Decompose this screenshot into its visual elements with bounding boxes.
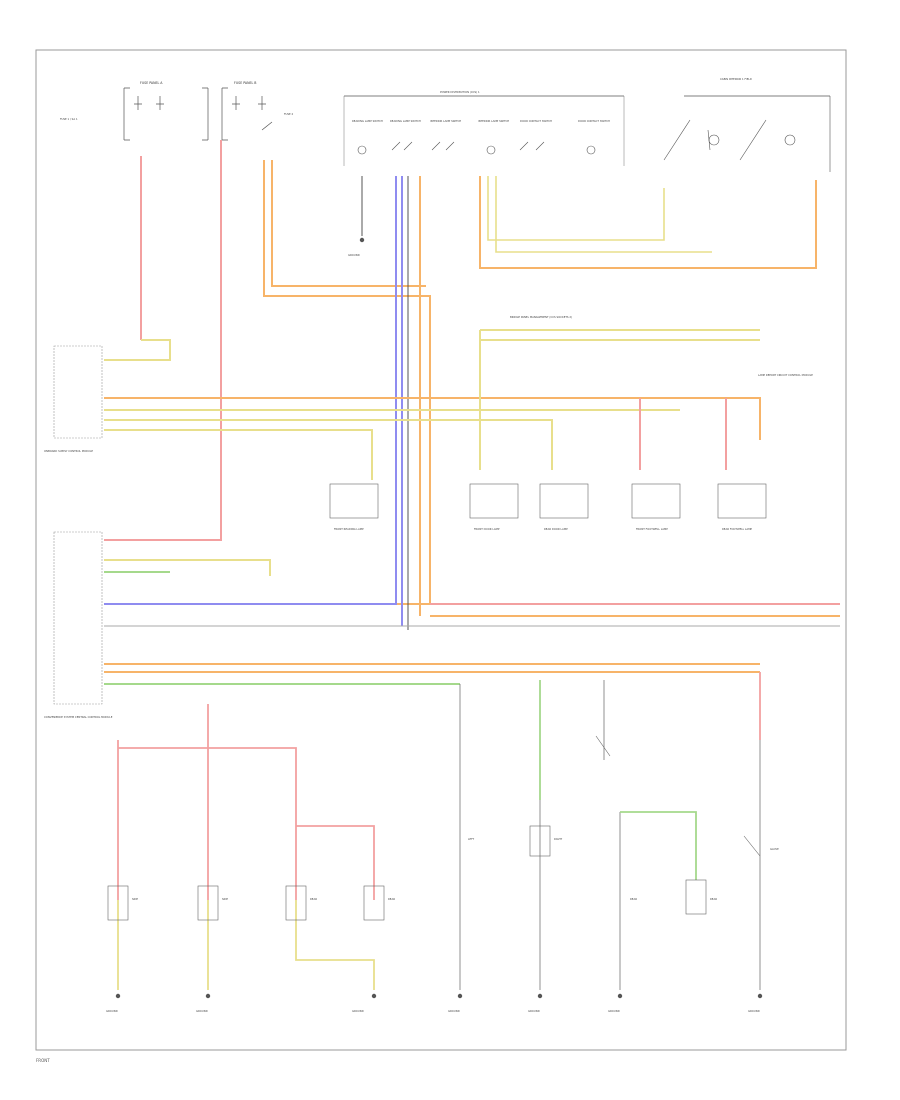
bottom-label-8: REAR: [710, 897, 717, 901]
central-control-module-label: CONVENIENCE SYSTEM CENTRAL CONTROL MODUL…: [44, 715, 113, 719]
top-right-bar-label: CABIN INTERIOR 1 FIELD: [720, 77, 752, 81]
top-switch-label-6: DOOR CONTACT SWITCH: [578, 119, 610, 123]
fuse-panel-a-label: FUSE PANEL A: [140, 81, 163, 85]
mid-lamp-label-2: FRONT DOOR LAMP: [474, 527, 500, 531]
switches-bar-label: POWER DISTRIBUTION (CCS) 1: [440, 90, 480, 94]
wire-lower-horizontal: [104, 559, 840, 685]
ground-label-6: GROUND: [608, 1009, 620, 1013]
top-switch-label-1: READING LAMP SWITCH: [352, 119, 383, 123]
bottom-label-6: RIGHT: [554, 837, 563, 841]
left-fuse-desc: FUSE 1 / SA 1: [60, 117, 78, 121]
ground-label-8: GROUND: [348, 253, 360, 257]
wire-red-left: [104, 140, 222, 541]
wire-blue: [104, 176, 403, 626]
wire-black-top: [361, 176, 409, 630]
fuse-panel-b: [221, 87, 273, 141]
mid-lamp-label-3: REAR DOOR LAMP: [544, 527, 568, 531]
bottom-label-2: SIDE: [222, 897, 228, 901]
ground-label-5: GROUND: [528, 1009, 540, 1013]
lower-components: [107, 735, 761, 921]
bottom-label-3: REAR: [310, 897, 317, 901]
ground-label-4: GROUND: [448, 1009, 460, 1013]
ground-label-1: GROUND: [106, 1009, 118, 1013]
diagram-frame: [35, 49, 847, 1051]
top-switch-label-3: INTERIOR LAMP SWITCH: [430, 119, 461, 123]
central-control-module: [53, 531, 103, 705]
mid-lamp-label-5: REAR FOOTWELL LAMP: [722, 527, 752, 531]
ground-label-7: GROUND: [748, 1009, 760, 1013]
wire-orange-mid: [104, 397, 761, 440]
top-switch-label-5: DOOR CONTACT SWITCH: [520, 119, 552, 123]
bottom-label-5: LEFT: [468, 837, 475, 841]
fuse-panel-a: [123, 87, 209, 141]
bottom-label-1: SIDE: [132, 897, 138, 901]
mid-lamp-label-4: FRONT FOOTWELL LAMP: [636, 527, 668, 531]
corner-label: FRONT: [36, 1058, 50, 1063]
top-switch-label-2: READING LAMP SWITCH: [390, 119, 421, 123]
wire-yellow-top: [487, 176, 712, 253]
bottom-label-4: REAR: [388, 897, 395, 901]
wire-red-mid: [639, 398, 727, 470]
mid-right-module-label: LAMP REPORT CIRCUIT CONTROL MODULE: [758, 373, 813, 377]
top-right-relays: [663, 96, 831, 172]
bottom-label-9: GLOVE: [770, 847, 779, 851]
mid-right-bar-label: BRIDGE PANEL MANAGEMENT (CCS SOCKETS 2): [510, 315, 572, 319]
wire-yellow-mid: [104, 329, 760, 480]
wire-orange-top: [104, 160, 817, 616]
mid-lamps: [329, 483, 767, 519]
ground-label-3: GROUND: [352, 1009, 364, 1013]
bottom-label-7: REAR: [630, 897, 637, 901]
top-switch-label-4: INTERIOR LAMP SWITCH: [478, 119, 509, 123]
right-fuse-desc: FUSE 2: [284, 112, 294, 116]
ground-points: [115, 237, 763, 999]
top-switch-icons: [357, 141, 596, 155]
mid-lamp-label-1: FRONT READING LAMP: [334, 527, 364, 531]
onboard-supply-module-label: ONBOARD SUPPLY CONTROL MODULE: [44, 449, 93, 453]
wire-lower-vertical: [117, 672, 761, 990]
wire-yellow-left: [104, 339, 171, 361]
fuse-panel-b-label: FUSE PANEL B: [234, 81, 257, 85]
onboard-supply-module: [53, 345, 103, 439]
ground-label-2: GROUND: [196, 1009, 208, 1013]
